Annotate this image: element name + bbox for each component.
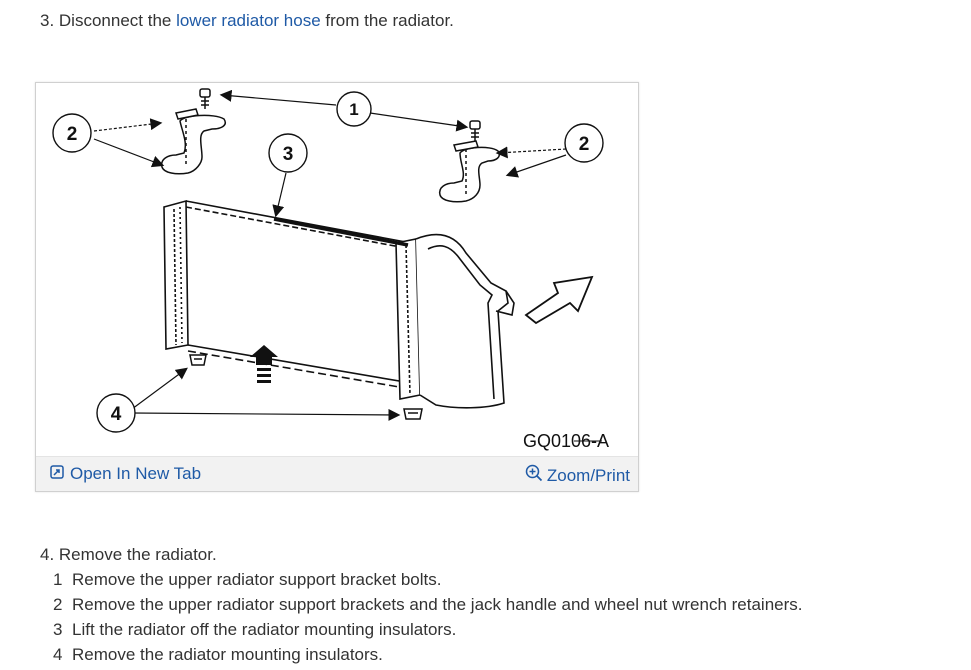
list-item: 3 Lift the radiator off the radiator moun… <box>40 617 803 642</box>
substep-number: 4 <box>53 645 63 664</box>
radiator-figure: 1 2 2 3 4 GQ0106-A <box>35 82 639 492</box>
left-bracket-bolt <box>199 88 211 109</box>
lower-radiator-hose-link[interactable]: lower radiator hose <box>176 11 321 30</box>
substep-number: 3 <box>53 620 63 639</box>
leader-lines <box>93 89 567 421</box>
right-mounting-insulator <box>403 408 423 420</box>
radiator-diagram[interactable]: 1 2 2 3 4 GQ0106-A <box>36 83 638 455</box>
svg-text:1: 1 <box>349 100 358 119</box>
zoom-print-link[interactable]: Zoom/Print <box>525 464 630 487</box>
list-item: 2 Remove the upper radiator support brack… <box>40 592 803 617</box>
svg-text:3: 3 <box>283 144 294 165</box>
svg-text:2: 2 <box>579 134 590 155</box>
radiator-body <box>163 199 515 409</box>
callout-3: 3 <box>268 133 308 173</box>
lift-arrow <box>250 345 278 383</box>
step-3-suffix: from the radiator. <box>320 11 454 30</box>
step-3-prefix: 3. Disconnect the <box>40 11 177 30</box>
left-support-bracket <box>160 108 226 175</box>
step-3-heading: 3. Disconnect the lower radiator hose fr… <box>40 10 454 32</box>
figure-code: GQ0106-A <box>523 431 609 451</box>
zoom-in-icon <box>525 464 543 487</box>
list-item: 4 Remove the radiator mounting insulators… <box>40 642 803 667</box>
substep-number: 2 <box>53 595 63 614</box>
substep-text: Remove the radiator mounting insulators. <box>72 645 383 664</box>
callout-4: 4 <box>96 393 136 433</box>
list-item: 1 Remove the upper radiator support brack… <box>40 567 803 592</box>
radiator-diagram-svg: 1 2 2 3 4 GQ0106-A <box>52 88 609 451</box>
substep-number: 1 <box>53 570 63 589</box>
substep-text: Remove the upper radiator support bracke… <box>72 595 803 614</box>
svg-text:2: 2 <box>67 124 78 145</box>
open-in-new-tab-label: Open In New Tab <box>70 464 202 483</box>
callout-2-left: 2 <box>52 113 92 153</box>
step-4-heading: 4. Remove the radiator. <box>40 545 217 564</box>
right-bracket-bolt <box>469 120 481 141</box>
callout-2-right: 2 <box>564 123 604 163</box>
callout-1: 1 <box>336 91 372 127</box>
left-mounting-insulator <box>189 354 207 366</box>
open-new-tab-icon <box>50 464 64 484</box>
open-in-new-tab-link[interactable]: Open In New Tab <box>50 464 201 484</box>
substep-text: Remove the upper radiator support bracke… <box>72 570 442 589</box>
figure-toolbar: Open In New Tab Zoom/Print <box>36 456 638 491</box>
zoom-print-label: Zoom/Print <box>546 465 630 485</box>
substep-text: Lift the radiator off the radiator mount… <box>72 620 457 639</box>
svg-text:4: 4 <box>111 404 122 425</box>
direction-arrow <box>524 275 594 325</box>
right-support-bracket <box>438 140 500 203</box>
